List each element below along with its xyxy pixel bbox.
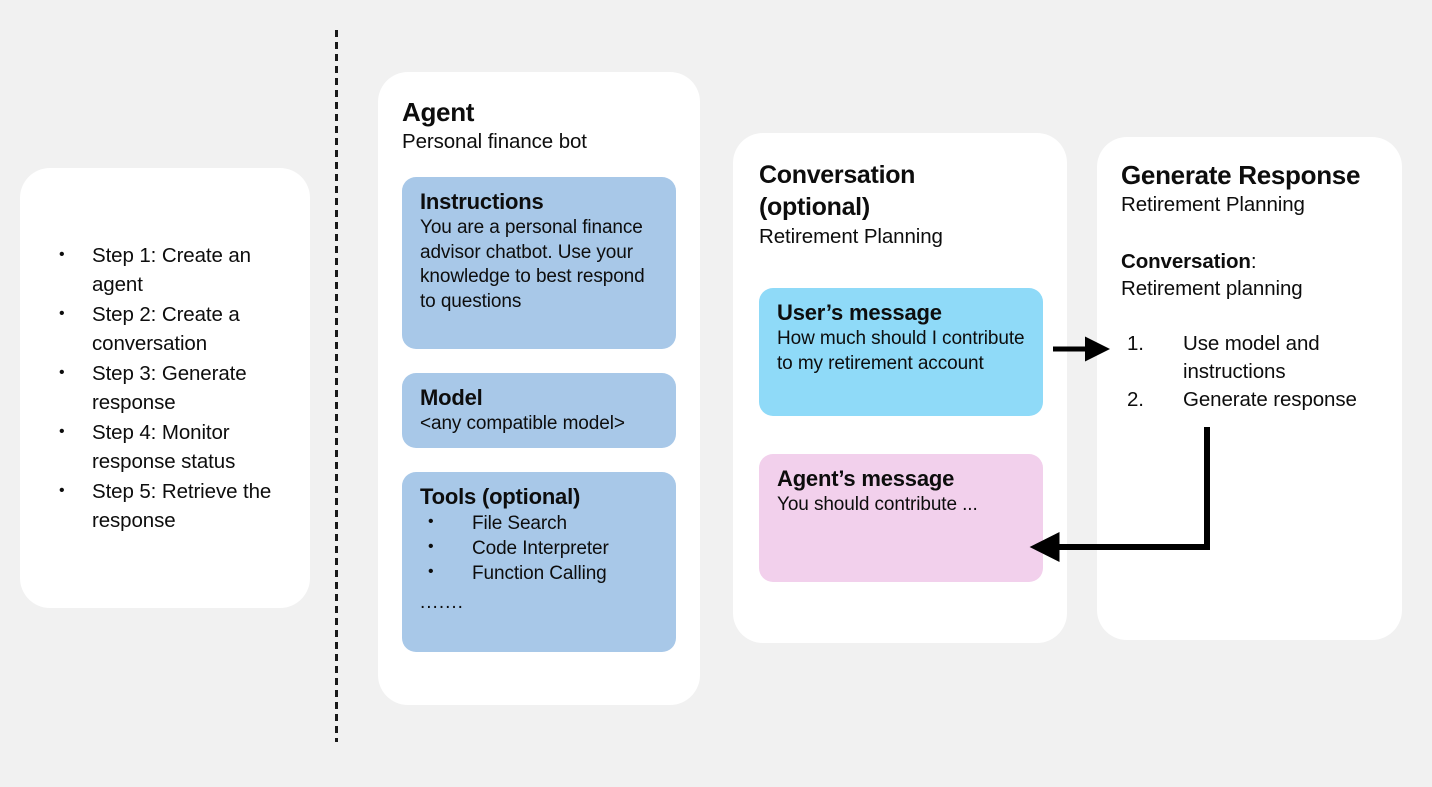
model-text: <any compatible model>: [420, 413, 625, 434]
list-item: 2. Generate response: [1121, 386, 1388, 414]
conversation-subtitle: Retirement Planning: [759, 225, 943, 248]
tools-ellipsis: .......: [420, 592, 464, 613]
user-message-text: How much should I contribute to my retir…: [777, 328, 1025, 374]
agent-subtitle: Personal finance bot: [402, 130, 587, 153]
agent-message-title: Agent’s message: [777, 466, 955, 491]
instructions-text: You are a personal finance advisor chatb…: [420, 217, 645, 312]
user-message-title: User’s message: [777, 300, 942, 325]
conversation-title-line2: (optional): [759, 193, 870, 221]
steps-list: Step 1: Create an agent Step 2: Create a…: [20, 240, 310, 536]
agent-title: Agent: [402, 97, 475, 127]
list-item: Step 2: Create a conversation: [44, 299, 292, 358]
generate-conversation-label-row: Conversation:: [1121, 248, 1388, 275]
agent-message-text: You should contribute ...: [777, 494, 978, 515]
model-title: Model: [420, 385, 483, 410]
conversation-card: Conversation (optional) Retirement Plann…: [733, 133, 1067, 643]
dashed-divider: [335, 30, 338, 742]
generate-conversation-colon: :: [1250, 250, 1257, 273]
model-panel: Model <any compatible model>: [402, 373, 676, 448]
agent-card: Agent Personal finance bot Instructions …: [378, 72, 700, 705]
list-item: File Search: [420, 509, 662, 536]
instructions-title: Instructions: [420, 189, 544, 214]
list-item-number: 1.: [1127, 332, 1144, 355]
tools-title: Tools (optional): [420, 484, 581, 509]
list-item: Step 5: Retrieve the response: [44, 476, 292, 535]
generate-subtitle: Retirement Planning: [1121, 193, 1305, 216]
generate-conversation-label: Conversation: [1121, 250, 1251, 273]
list-item: Function Calling: [420, 559, 662, 586]
list-item-number: 2.: [1127, 388, 1144, 411]
generate-response-card: Generate Response Retirement Planning Co…: [1097, 137, 1402, 640]
agent-message-bubble: Agent’s message You should contribute ..…: [759, 454, 1043, 582]
generate-conversation-value: Retirement planning: [1121, 277, 1303, 300]
list-item: 1. Use model and instructions: [1121, 330, 1388, 386]
list-item: Code Interpreter: [420, 534, 662, 561]
list-item: Step 3: Generate response: [44, 358, 292, 417]
tools-panel: Tools (optional) File Search Code Interp…: [402, 472, 676, 652]
list-item: Step 4: Monitor response status: [44, 417, 292, 476]
user-message-bubble: User’s message How much should I contrib…: [759, 288, 1043, 416]
generate-title: Generate Response: [1121, 160, 1361, 190]
tools-list: File Search Code Interpreter Function Ca…: [420, 509, 662, 586]
list-item-label: Use model and instructions: [1183, 332, 1320, 383]
list-item-label: Generate response: [1183, 388, 1357, 411]
conversation-title-line1: Conversation: [759, 161, 916, 189]
list-item: Step 1: Create an agent: [44, 240, 292, 299]
steps-card: Step 1: Create an agent Step 2: Create a…: [20, 168, 310, 608]
generate-steps-list: 1. Use model and instructions 2. Generat…: [1121, 330, 1388, 414]
generate-conversation-block: Conversation: Retirement planning: [1121, 248, 1388, 302]
instructions-panel: Instructions You are a personal finance …: [402, 177, 676, 349]
